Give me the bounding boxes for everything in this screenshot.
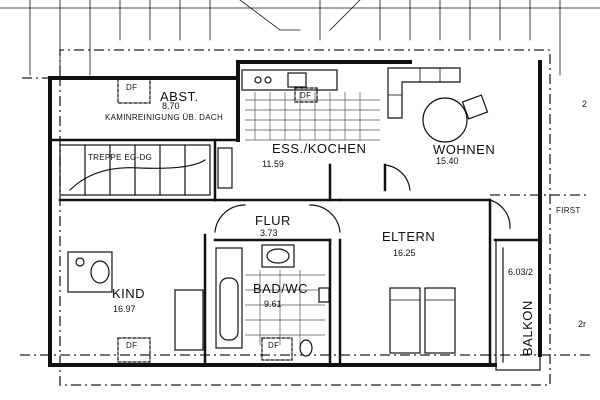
staircase — [59, 144, 211, 196]
room-name-wohnen: WOHNEN — [433, 142, 496, 157]
room-area-abst: 8.70 — [162, 101, 180, 111]
room-name-flur: FLUR — [255, 213, 291, 228]
edge-mark-bottom: 2r — [578, 319, 587, 329]
room-name-ess-kochen: ESS./KOCHEN — [272, 141, 367, 156]
desk — [67, 251, 113, 293]
kitchen-counter — [217, 69, 338, 189]
doors — [214, 164, 511, 233]
edge-mark-top: 2 — [582, 99, 588, 109]
room-area-eltern: 16.25 — [393, 248, 416, 258]
room-name-abst: ABST. — [160, 89, 199, 104]
stair-label: TREPPE EG-DG — [88, 153, 153, 162]
beds — [174, 287, 456, 354]
first-label: FIRST — [556, 206, 581, 215]
room-name-bad-wc: BAD/WC — [253, 281, 308, 296]
room-area-wohnen: 15.40 — [436, 156, 459, 166]
kitchen-floor-tiles — [245, 92, 380, 141]
skylight-label-abst: DF — [126, 83, 138, 92]
room-area-bad-wc: 9.61 — [264, 299, 282, 309]
skylight-label-kueche: DF — [300, 91, 312, 100]
inner-walls — [48, 138, 542, 367]
room-name-eltern: ELTERN — [382, 229, 436, 244]
room-name-kind: KIND — [112, 286, 146, 301]
skylight-label-bad: DF — [268, 341, 280, 350]
skylight-label-kind: DF — [126, 341, 138, 350]
room-area-kind: 16.97 — [113, 304, 136, 314]
room-area-ess-kochen: 11.59 — [262, 159, 284, 169]
room-area-flur: 3.73 — [260, 228, 278, 238]
roof-rafters-top — [0, 0, 600, 76]
balcony — [495, 239, 541, 371]
room-note-abst: KAMINREINIGUNG ÜB. DACH — [105, 113, 224, 122]
bathroom-fixtures — [215, 244, 330, 357]
living-furniture — [387, 67, 489, 143]
room-name-balkon: BALKON — [520, 300, 535, 356]
bathroom-floor-tiles — [245, 270, 325, 345]
room-area-balkon: 6.03/2 — [508, 267, 534, 277]
skylights — [117, 77, 318, 363]
